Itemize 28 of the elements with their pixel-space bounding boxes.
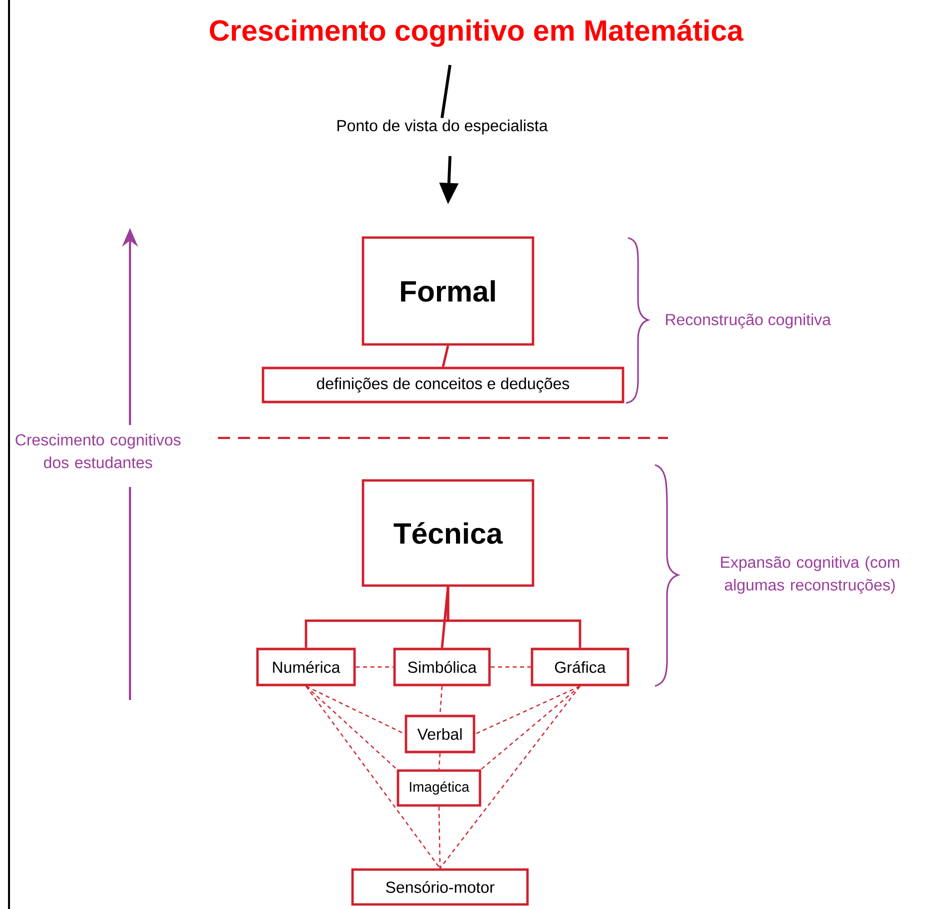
connector-line <box>439 686 443 715</box>
connector-line <box>438 806 441 868</box>
connector-line <box>438 753 441 770</box>
level-box: Formal <box>362 236 534 346</box>
connector-line <box>440 586 450 648</box>
representation-box: Imagética <box>396 769 482 807</box>
connector-line <box>306 686 398 770</box>
representation-box: Gráfica <box>530 648 630 686</box>
annotation: Crescimento cognitivos dos estudantes <box>16 434 181 468</box>
connector-line <box>442 345 450 368</box>
connector-line <box>306 686 440 869</box>
title: Crescimento cognitivo em Matemática <box>210 19 744 47</box>
connector-line <box>480 686 580 770</box>
representation-box: Simbólica <box>393 648 491 686</box>
connector-line <box>440 64 452 118</box>
caption-text: Ponto de vista do especialista <box>337 120 548 134</box>
annotation: Reconstrução cognitiva <box>666 314 831 328</box>
connector-line <box>490 666 531 668</box>
representation-box: Verbal <box>404 714 476 754</box>
connector-line <box>356 666 394 668</box>
connector-line <box>474 686 580 735</box>
representation-box: Numérica <box>256 648 356 686</box>
connector-line <box>440 686 580 869</box>
representation-box: definições de conceitos e deduções <box>262 366 624 404</box>
connector-line <box>446 586 582 648</box>
level-box: Técnica <box>362 479 534 587</box>
annotation: Expansão cognitiva (com algumas reconstruções) <box>721 556 900 594</box>
representation-box: Sensório-motor <box>351 868 529 906</box>
